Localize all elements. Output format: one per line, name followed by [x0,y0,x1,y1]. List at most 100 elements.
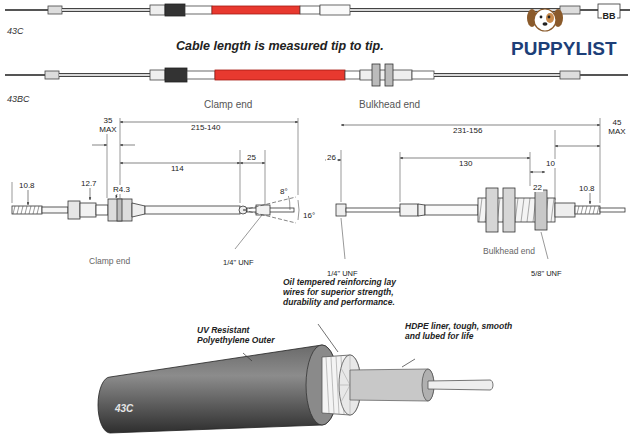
bulkhead-end-drawing [577,206,599,214]
dimension-label: 12.7 [80,172,98,190]
dimension-label: 10 [545,152,556,170]
dimension-label: 22 [532,176,543,194]
clamp-end-drawing [243,197,296,210]
thread-label: 5/8" UNF [530,262,563,280]
dimension-label: R4.3 [112,185,131,194]
dimension-label: 25 [246,146,257,164]
callout-text: HDPE liner, tough, smooth and lubed for … [404,322,526,342]
cable-43bc [215,70,345,80]
watermark: BB [598,5,620,23]
watermark-logo [546,13,554,23]
thread-label: 1/4" UNF [222,251,255,269]
dimension-label: 26 [326,153,337,162]
watermark-logo [548,16,551,19]
angle-label: 8° [279,180,289,198]
clamp-end-drawing [247,208,294,212]
thread-label: 1/4" UNF [222,259,255,268]
cable-43c [185,6,212,14]
clamp-end-drawing [265,150,266,205]
cable-cutaway [402,359,415,367]
cable-43bc [560,71,580,79]
cable-43c [350,9,560,11]
model-code: 43C [6,26,25,36]
dimension-label: 35 MAX [98,116,118,136]
cable-43c [165,4,185,16]
callout-text: Oil tempered reinforcing lay wires for s… [282,278,414,309]
end-label: Clamp end [88,250,131,268]
bulkhead-end-drawing [535,190,547,230]
bulkhead-end-drawing [341,150,342,202]
cable-cutaway [428,380,493,390]
clamp-end-drawing [235,215,262,249]
end-label: Clamp end [203,99,253,111]
cable-43bc [412,71,434,79]
note-text: Cable length is measured tip to tip. [175,36,385,54]
cable-43c [5,9,48,11]
end-label: Bulkhead end [358,94,421,112]
clamp-end-drawing [12,206,42,214]
bulkhead-end-drawing [325,118,625,259]
model-code: 43BC [6,94,31,104]
bulkhead-end-drawing [600,208,625,212]
clamp-end-drawing [243,210,296,223]
clamp-end-drawing [108,199,132,221]
end-label: Clamp end [88,257,131,267]
clamp-end-drawing [42,207,68,213]
dimension-label: 45 MAX [606,118,628,136]
clamp-end-drawing [12,182,13,203]
bulkhead-end-drawing [341,218,345,259]
end-label: Clamp end [203,94,253,112]
cable-43bc [372,64,380,86]
cable-43bc [45,71,59,79]
cable-43bc [5,74,45,76]
bulkhead-end-drawing [555,203,575,217]
clamp-end-drawing [240,150,241,203]
dimension-label: 10.8 [578,177,596,195]
bulkhead-end-drawing [336,204,346,216]
model-code: 43C [6,20,25,38]
callout-text: HDPE liner, tough, smooth and lubed for … [404,322,526,343]
dimension-label: 25 [246,153,257,162]
bulkhead-end-drawing [418,204,425,216]
dimension-label: 22 [532,183,543,192]
cable-43c [62,9,150,11]
dimension-label: 35 MAX [98,116,118,134]
cable-cutaway [318,324,338,352]
bulkhead-end-drawing [530,172,545,173]
clamp-end-drawing [132,203,145,217]
cable-43c [48,6,62,14]
cable-43bc [580,74,628,76]
dimension-label: 10.8 [18,174,36,192]
cable-43c [320,5,350,15]
clamp-end-drawing [298,200,299,220]
angle-label: 16° [302,204,316,222]
bulkhead-end-drawing [503,188,515,232]
angle-label: 8° [279,187,289,196]
watermark: PUPPYLIST [510,38,618,60]
dimension-label: 231-156 [452,119,483,137]
dimension-label: 10.8 [578,184,596,193]
clamp-end-drawing [68,201,80,219]
callout-text: UV Resistant Polyethylene Outer [196,326,288,347]
thread-label: 5/8" UNF [530,270,563,279]
cable-cutaway [98,345,338,433]
clamp-end-drawing [96,205,108,215]
clamp-end-drawing [107,128,108,198]
dimension-label: 215-140 [190,116,221,134]
cable-43c [150,5,165,15]
cable-43c [62,8,150,12]
cable-43c [212,6,300,14]
cable-43bc [434,74,560,76]
bulkhead-end-drawing [425,205,478,215]
clamp-end-drawing [12,118,299,249]
note-text: Cable length is measured tip to tip. [175,39,385,53]
bulkhead-end-drawing [555,146,600,147]
cable-43c [560,6,580,14]
clamp-end-drawing [92,145,107,146]
dimension-label: 130 [458,152,473,170]
clamp-end-drawing [298,118,299,195]
watermark-logo [540,16,543,19]
bulkhead-end-drawing [575,206,600,214]
bulkhead-end-drawing [530,152,531,186]
